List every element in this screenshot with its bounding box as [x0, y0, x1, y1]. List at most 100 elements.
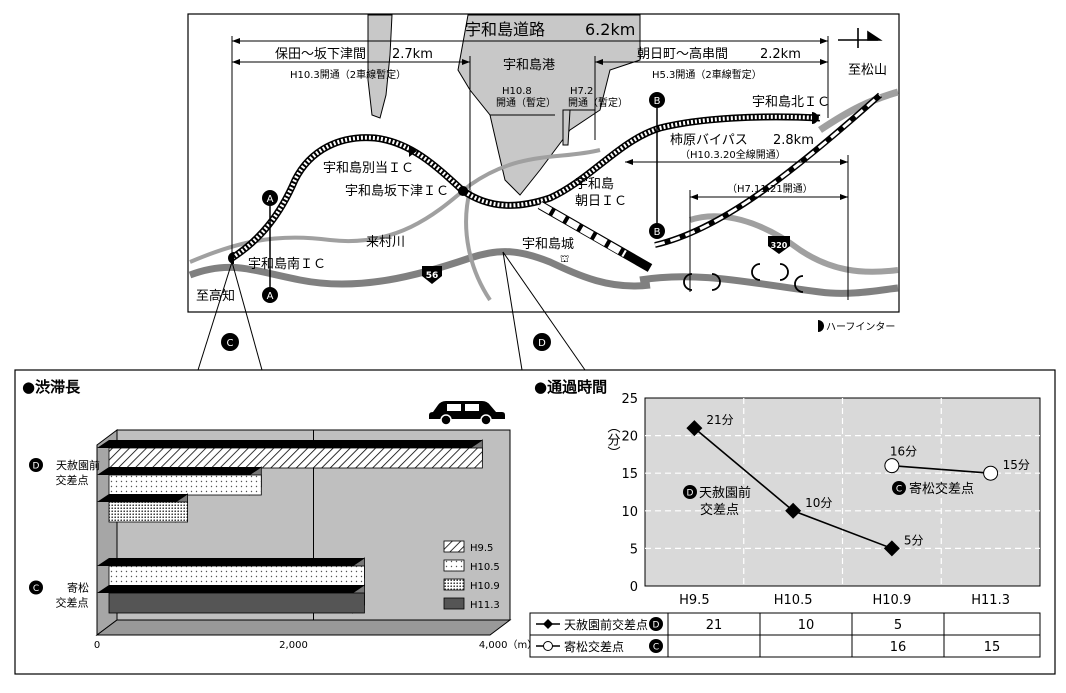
section-right-name: 朝日町～高串間: [637, 46, 728, 62]
bar-tick-label: 0: [94, 640, 100, 651]
bridge-arc-3: [794, 275, 804, 293]
mid-note-2-date: H7.2: [570, 86, 593, 97]
kakihara-bypass-dash: [654, 93, 881, 247]
marker-a-bottom-label: A: [267, 291, 274, 302]
line-point-circle: [884, 458, 900, 474]
dimension-arrows: [232, 38, 848, 200]
table-row-name: 寄松交差点: [564, 639, 624, 654]
table-cell: 16: [890, 640, 907, 655]
line-point-diamond: [686, 420, 703, 437]
line-point-label: 15分: [1003, 458, 1030, 472]
bypass-note: （H10.3.20全線開通）: [680, 148, 786, 161]
table-legend-circle: [543, 641, 553, 651]
route-56-label: 56: [426, 271, 439, 281]
river-label: 来村川: [366, 235, 405, 250]
callouts: [197, 251, 586, 371]
bar-group-marker-letter: D: [33, 462, 40, 472]
marker-b-bottom-label: B: [654, 227, 661, 238]
ic-betto-label: 宇和島別当ＩＣ: [323, 161, 414, 176]
line-point-label: 21分: [706, 413, 733, 427]
line-path: [891, 464, 991, 474]
marker-d-callout: D: [533, 333, 551, 351]
marker-d-callout-label: D: [538, 338, 546, 349]
bar-tick-label: 2,000: [279, 640, 308, 651]
section-left-name: 保田～坂下津間: [275, 47, 366, 62]
line-point-label: 16分: [890, 445, 917, 459]
table-row-marker: C: [649, 639, 663, 653]
table-row-marker-disc: [649, 639, 663, 653]
ic-minami-label: 宇和島南ＩＣ: [248, 256, 326, 272]
line-xtick-label: H9.5: [679, 593, 709, 608]
table-row-name: 天赦園前交差点: [564, 617, 648, 632]
table-row-marker-letter: D: [653, 621, 660, 631]
car-icon: [429, 401, 505, 426]
line-series-d-marker: D: [683, 485, 697, 499]
marker-a-bottom: A: [262, 287, 278, 303]
line-ytick-label: 0: [630, 580, 638, 595]
mid-note-1-date: H10.8: [502, 86, 532, 97]
ic-asahi-label-2: 朝日ＩＣ: [575, 194, 627, 209]
bar-H11.3: [97, 584, 365, 614]
bar-group-marker: C: [29, 580, 43, 595]
bar-H10.5: [97, 557, 365, 587]
route-320-shield: 320: [768, 236, 790, 254]
line-gridlines: [645, 398, 1040, 586]
bar-front-face: [108, 474, 262, 496]
bar-tick-label: 4,000（m）: [479, 639, 537, 651]
route-56-road: [188, 248, 651, 290]
bar-legend-swatch: [443, 578, 465, 591]
line-series-d-label-1: 天赦園前: [699, 485, 751, 501]
bar-front-face: [108, 501, 188, 523]
half-ic-betto: [409, 145, 417, 157]
line-series-c-marker-disc: [892, 481, 906, 495]
marker-a-top: A: [262, 190, 278, 206]
marker-a-top-label: A: [267, 194, 274, 205]
bar-front-face: [108, 592, 365, 614]
mid-note-2-text: 開通（暫定）: [568, 96, 628, 109]
table-legend-diamond: [543, 619, 553, 629]
bypass-name: 柿原バイパス: [670, 132, 748, 148]
ic-sakashita-label: 宇和島坂下津ＩＣ: [345, 184, 449, 199]
line-point-label: 10分: [805, 496, 832, 510]
marker-b-top: B: [649, 92, 665, 108]
line-ytick-label: 25: [621, 392, 638, 407]
bar-H10.9: [97, 493, 188, 523]
table-row-marker-letter: C: [653, 643, 659, 653]
bridge-arc-1: [683, 273, 721, 291]
bar-legend-swatch: [443, 559, 465, 572]
bar-legend-label: H9.5: [470, 543, 493, 554]
land-spit: [562, 109, 571, 146]
line-series-d-label-2: 交差点: [700, 502, 739, 518]
line-xtick-label: H10.5: [774, 593, 813, 608]
bar-top-face: [97, 558, 365, 566]
castle-label: 宇和島城: [522, 237, 574, 252]
bar-group-label-1: 寄松: [67, 581, 89, 595]
line-ytick-label: 10: [621, 505, 638, 520]
port-label: 宇和島港: [503, 58, 555, 73]
bar-group-marker-disc: [29, 580, 43, 595]
bar-front-face: [108, 565, 365, 587]
bar-H10.5: [97, 466, 262, 496]
marker-b-bottom: B: [649, 223, 665, 239]
bypass-length: 2.8km: [773, 133, 814, 148]
ic-asahi-label-1: 宇和島: [575, 177, 614, 192]
dimension-lines: [231, 36, 849, 300]
line-point-diamond: [785, 502, 802, 519]
line-point-diamond: [883, 540, 900, 557]
bar-chart-title: ●渋滞長: [22, 378, 81, 396]
table-row-marker-disc: [649, 617, 663, 631]
bar-top-face: [97, 585, 365, 593]
north-arrow-icon: [838, 28, 883, 48]
bar-marks: [97, 439, 483, 614]
line-ytick-label: 20: [621, 430, 638, 445]
castle-icon: ⛫: [560, 254, 569, 265]
table-cell: 5: [894, 618, 902, 633]
line-series-c-marker-letter: C: [896, 485, 902, 495]
bar-group-marker: D: [29, 458, 43, 472]
